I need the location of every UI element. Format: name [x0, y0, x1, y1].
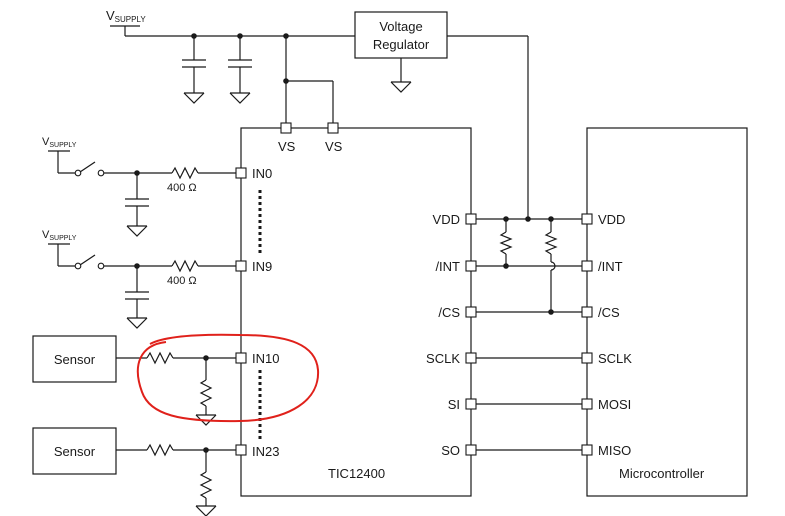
top-capacitor-2	[228, 33, 252, 104]
tic-vdd-label: VDD	[433, 212, 460, 227]
vs-label-2: VS	[325, 139, 343, 154]
in10-pin	[235, 352, 247, 364]
tic-so-pin	[465, 444, 477, 456]
sensor-2-label: Sensor	[54, 444, 96, 459]
microcontroller-chip	[586, 127, 748, 497]
vs-pin-2	[327, 122, 339, 134]
regulator-output-wire	[447, 35, 529, 219]
svg-text:VSUPPLY: VSUPPLY	[42, 229, 77, 242]
mc-mosi-pin	[581, 398, 593, 410]
tic-vdd-pin	[465, 213, 477, 225]
interface-wiring	[476, 216, 582, 451]
in23-label: IN23	[252, 444, 279, 459]
voltage-regulator-label-2: Regulator	[373, 37, 430, 52]
in0-input-circuit: VSUPPLY	[42, 136, 236, 237]
tic-int-label: /INT	[435, 259, 460, 274]
vs-pin-1	[280, 122, 292, 134]
in9-input-circuit: VSUPPLY	[42, 229, 236, 329]
in23-pin	[235, 444, 247, 456]
tic12400-chip	[240, 127, 472, 497]
voltage-regulator-box	[354, 11, 448, 59]
in9-resistor-label: 400 Ω	[167, 275, 197, 287]
sensor-2-box	[32, 427, 117, 475]
in0-pin	[235, 167, 247, 179]
mc-cs-pin	[581, 306, 593, 318]
mc-int-label: /INT	[598, 259, 623, 274]
voltage-regulator-label-1: Voltage	[379, 19, 422, 34]
mc-cs-label: /CS	[598, 305, 620, 320]
in9-label: IN9	[252, 259, 272, 274]
in0-label: IN0	[252, 166, 272, 181]
red-highlight-circle	[137, 333, 320, 423]
regulator-ground	[390, 58, 412, 93]
vs-label-1: VS	[278, 139, 296, 154]
in9-pin	[235, 260, 247, 272]
sensor-1-label: Sensor	[54, 352, 96, 367]
tic-so-label: SO	[441, 443, 460, 458]
in10-label: IN10	[252, 351, 279, 366]
tic-cs-pin	[465, 306, 477, 318]
mc-chip-name: Microcontroller	[619, 466, 705, 481]
mc-miso-label: MISO	[598, 443, 631, 458]
tic-si-pin	[465, 398, 477, 410]
tic-si-label: SI	[448, 397, 460, 412]
in0-resistor-label: 400 Ω	[167, 182, 197, 194]
vsupply-top: VSUPPLY	[106, 8, 355, 37]
vs-wiring	[283, 33, 334, 123]
mc-int-pin	[581, 260, 593, 272]
mc-vdd-pin	[581, 213, 593, 225]
mc-vdd-label: VDD	[598, 212, 625, 227]
tic-sclk-pin	[465, 352, 477, 364]
mc-sclk-label: SCLK	[598, 351, 632, 366]
tic-cs-label: /CS	[438, 305, 460, 320]
mc-miso-pin	[581, 444, 593, 456]
tic-chip-name: TIC12400	[328, 466, 385, 481]
svg-text:VSUPPLY: VSUPPLY	[106, 8, 146, 24]
mc-sclk-pin	[581, 352, 593, 364]
sensor-1-box	[32, 335, 117, 383]
tic-sclk-label: SCLK	[426, 351, 460, 366]
mc-mosi-label: MOSI	[598, 397, 631, 412]
tic-int-pin	[465, 260, 477, 272]
in10-input-circuit	[116, 351, 236, 426]
top-capacitor-1	[182, 33, 206, 104]
svg-text:VSUPPLY: VSUPPLY	[42, 136, 77, 149]
in23-input-circuit	[116, 443, 236, 516]
